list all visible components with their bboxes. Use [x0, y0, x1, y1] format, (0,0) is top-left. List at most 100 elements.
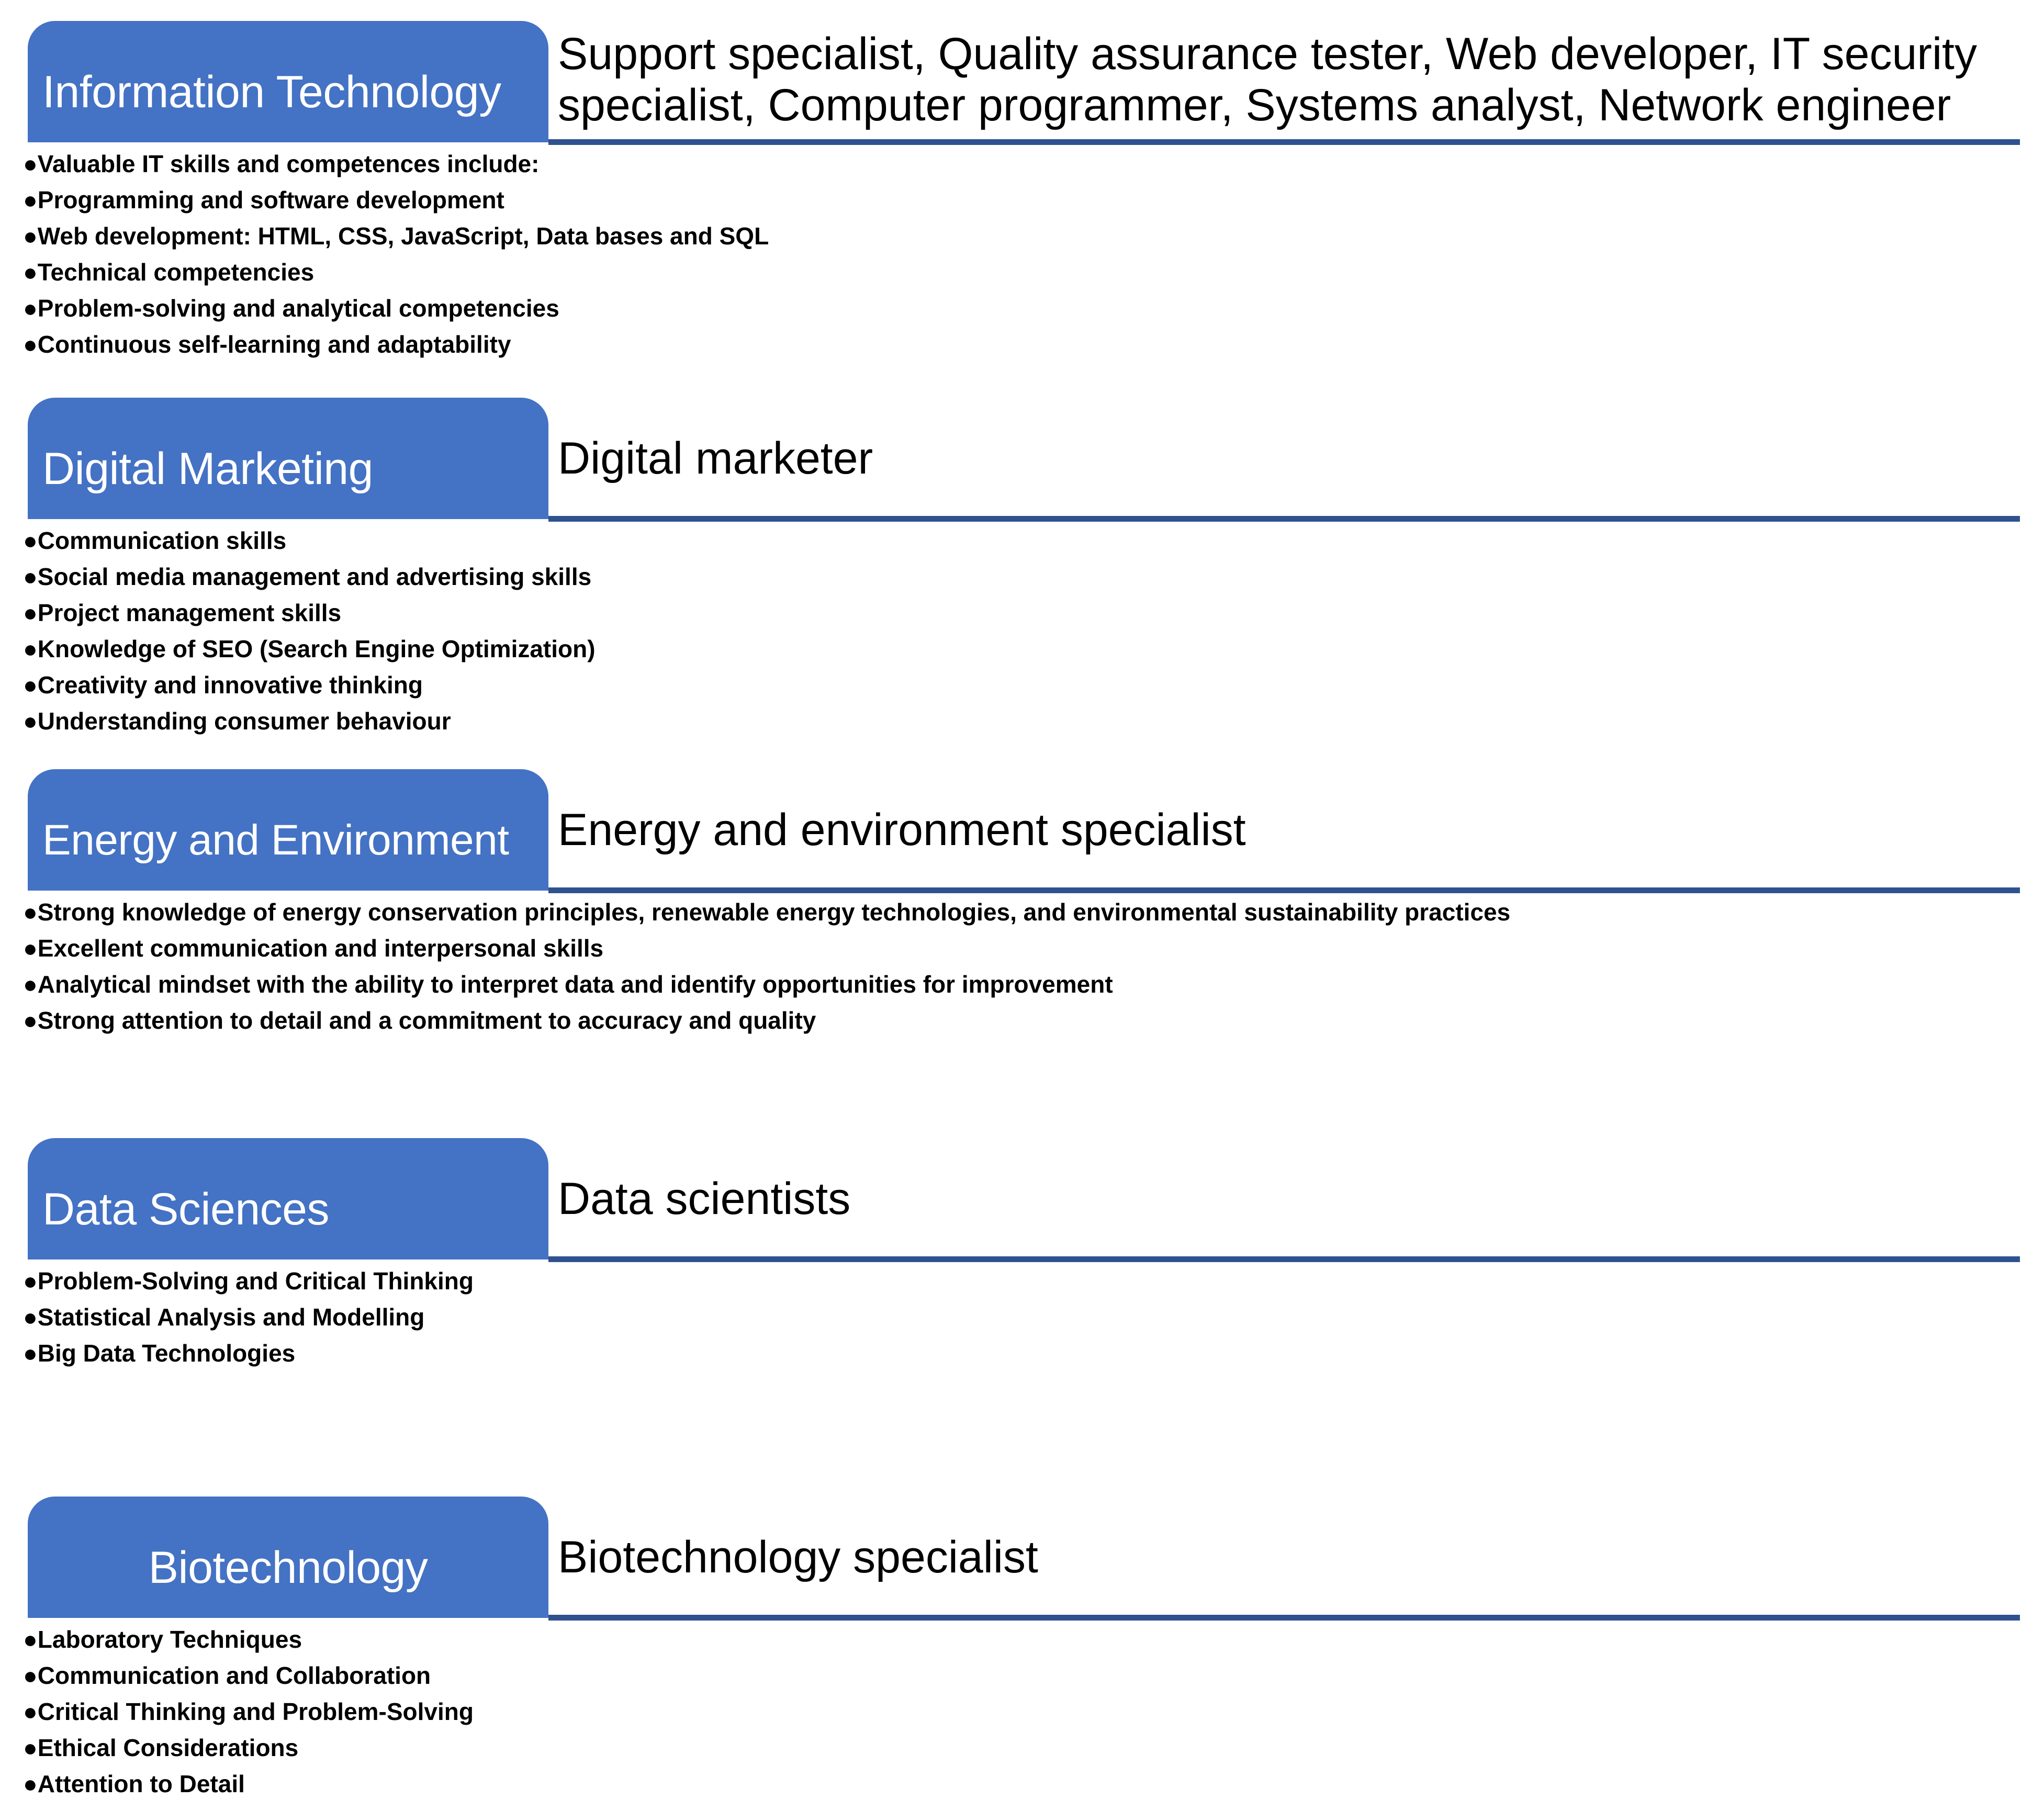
bullet-dot-icon: ●: [23, 635, 38, 662]
bullet-dot-icon: ●: [23, 971, 38, 998]
list-item: ●Knowledge of SEO (Search Engine Optimiz…: [23, 637, 596, 661]
sector-roles-line: Biotechnology specialist: [558, 1532, 1038, 1582]
bullet-dot-icon: ●: [23, 1267, 38, 1295]
list-item: ●Critical Thinking and Problem-Solving: [23, 1700, 474, 1724]
sector-roles-data-sciences: Data scientists: [558, 1138, 2020, 1259]
sector-title-label: Biotechnology: [148, 1543, 428, 1593]
list-item: ●Programming and software development: [23, 188, 769, 212]
sector-header: Information Technology Support specialis…: [0, 21, 2044, 145]
list-item-label: Problem-Solving and Critical Thinking: [37, 1267, 474, 1295]
sector-roles-digital-marketing: Digital marketer: [558, 398, 2020, 519]
list-item-label: Web development: HTML, CSS, JavaScript, …: [37, 222, 769, 250]
bullet-dot-icon: ●: [23, 150, 38, 177]
sector-skill-list-information-technology: ●Valuable IT skills and competences incl…: [23, 152, 769, 368]
sector-title-pill-digital-marketing[interactable]: Digital Marketing: [28, 398, 548, 519]
sector-title-label: Digital Marketing: [42, 444, 373, 494]
bullet-dot-icon: ●: [23, 222, 38, 250]
list-item-label: Big Data Technologies: [37, 1340, 296, 1367]
sector-header: Data Sciences Data scientists: [0, 1138, 2044, 1262]
list-item-label: Ethical Considerations: [37, 1734, 299, 1761]
sector-divider-rule: [548, 516, 2020, 522]
sector-block-digital-marketing: Digital Marketing Digital marketer ●Comm…: [0, 398, 2044, 733]
sector-title-pill-information-technology[interactable]: Information Technology: [28, 21, 548, 142]
sector-block-biotechnology: Biotechnology Biotechnology specialist ●…: [0, 1497, 2044, 1796]
bullet-dot-icon: ●: [23, 295, 38, 322]
list-item: ●Problem-solving and analytical competen…: [23, 296, 769, 320]
sector-divider-rule: [548, 1256, 2020, 1262]
sector-skill-list-energy-and-environment: ●Strong knowledge of energy conservation…: [23, 900, 1510, 1044]
bullet-dot-icon: ●: [23, 1303, 38, 1331]
list-item-label: Excellent communication and interpersona…: [37, 935, 604, 962]
sector-divider-rule: [548, 139, 2020, 145]
sector-title-pill-energy-and-environment[interactable]: Energy and Environment: [28, 769, 548, 891]
list-item: ●Big Data Technologies: [23, 1341, 474, 1365]
list-item-label: Project management skills: [37, 599, 342, 626]
list-item: ●Creativity and innovative thinking: [23, 673, 596, 697]
sector-skill-list-digital-marketing: ●Communication skills ●Social media mana…: [23, 528, 596, 745]
list-item: ●Analytical mindset with the ability to …: [23, 972, 1510, 996]
sector-roles-line: Support specialist, Quality assurance te…: [558, 29, 1977, 79]
list-item-label: Communication skills: [37, 527, 287, 554]
bullet-dot-icon: ●: [23, 186, 38, 213]
list-item-label: Critical Thinking and Problem-Solving: [37, 1698, 474, 1725]
list-item: ●Strong knowledge of energy conservation…: [23, 900, 1510, 924]
bullet-dot-icon: ●: [23, 258, 38, 286]
sector-title-label: Energy and Environment: [42, 816, 509, 864]
sector-roles-line: Data scientists: [558, 1173, 851, 1224]
sector-title-label: Data Sciences: [42, 1184, 330, 1234]
list-item: ●Problem-Solving and Critical Thinking: [23, 1269, 474, 1293]
sector-block-energy-and-environment: Energy and Environment Energy and enviro…: [0, 769, 2044, 1032]
bullet-dot-icon: ●: [23, 1007, 38, 1034]
bullet-dot-icon: ●: [23, 331, 38, 358]
sector-divider-rule: [548, 1615, 2020, 1621]
list-item: ●Excellent communication and interperson…: [23, 936, 1510, 960]
list-item-label: Communication and Collaboration: [37, 1662, 431, 1689]
bullet-dot-icon: ●: [23, 1770, 38, 1797]
sector-roles-line: Energy and environment specialist: [558, 804, 1246, 855]
list-item: ●Ethical Considerations: [23, 1736, 474, 1760]
list-item-label: Understanding consumer behaviour: [37, 707, 451, 735]
sector-roles-biotechnology: Biotechnology specialist: [558, 1497, 2020, 1618]
sector-block-data-sciences: Data Sciences Data scientists ●Problem-S…: [0, 1138, 2044, 1365]
bullet-dot-icon: ●: [23, 527, 38, 554]
list-item: ●Valuable IT skills and competences incl…: [23, 152, 769, 176]
list-item: ●Web development: HTML, CSS, JavaScript,…: [23, 224, 769, 248]
list-item-label: Strong knowledge of energy conservation …: [37, 898, 1511, 926]
list-item-label: Creativity and innovative thinking: [37, 671, 423, 699]
list-item: ●Communication skills: [23, 528, 596, 553]
list-item: ●Technical competencies: [23, 260, 769, 284]
bullet-dot-icon: ●: [23, 599, 38, 626]
list-item: ●Laboratory Techniques: [23, 1627, 474, 1651]
list-item-label: Knowledge of SEO (Search Engine Optimiza…: [37, 635, 596, 662]
sector-title-pill-biotechnology[interactable]: Biotechnology: [28, 1497, 548, 1618]
list-item-label: Problem-solving and analytical competenc…: [37, 295, 559, 322]
bullet-dot-icon: ●: [23, 1340, 38, 1367]
list-item-label: Continuous self-learning and adaptabilit…: [37, 331, 511, 358]
bullet-dot-icon: ●: [23, 1698, 38, 1725]
bullet-dot-icon: ●: [23, 563, 38, 590]
sector-roles-energy-and-environment: Energy and environment specialist: [558, 769, 2020, 891]
list-item-label: Analytical mindset with the ability to i…: [37, 971, 1113, 998]
sector-block-information-technology: Information Technology Support specialis…: [0, 21, 2044, 356]
sector-header: Digital Marketing Digital marketer: [0, 398, 2044, 522]
list-item-label: Statistical Analysis and Modelling: [37, 1303, 425, 1331]
bullet-dot-icon: ●: [23, 898, 38, 926]
list-item: ●Project management skills: [23, 601, 596, 625]
sector-skill-list-data-sciences: ●Problem-Solving and Critical Thinking ●…: [23, 1269, 474, 1377]
bullet-dot-icon: ●: [23, 1662, 38, 1689]
list-item: ●Attention to Detail: [23, 1772, 474, 1796]
list-item-label: Social media management and advertising …: [37, 563, 592, 590]
list-item-label: Laboratory Techniques: [37, 1626, 302, 1653]
list-item: ●Understanding consumer behaviour: [23, 709, 596, 733]
bullet-dot-icon: ●: [23, 1734, 38, 1761]
bullet-dot-icon: ●: [23, 671, 38, 699]
sector-title-pill-data-sciences[interactable]: Data Sciences: [28, 1138, 548, 1259]
bullet-dot-icon: ●: [23, 707, 38, 735]
list-item-label: Technical competencies: [37, 258, 315, 286]
list-item-label: Valuable IT skills and competences inclu…: [37, 150, 540, 177]
list-item: ●Communication and Collaboration: [23, 1663, 474, 1688]
sector-divider-rule: [548, 887, 2020, 893]
list-item: ●Statistical Analysis and Modelling: [23, 1305, 474, 1329]
sector-roles-information-technology: Support specialist, Quality assurance te…: [558, 21, 2020, 150]
